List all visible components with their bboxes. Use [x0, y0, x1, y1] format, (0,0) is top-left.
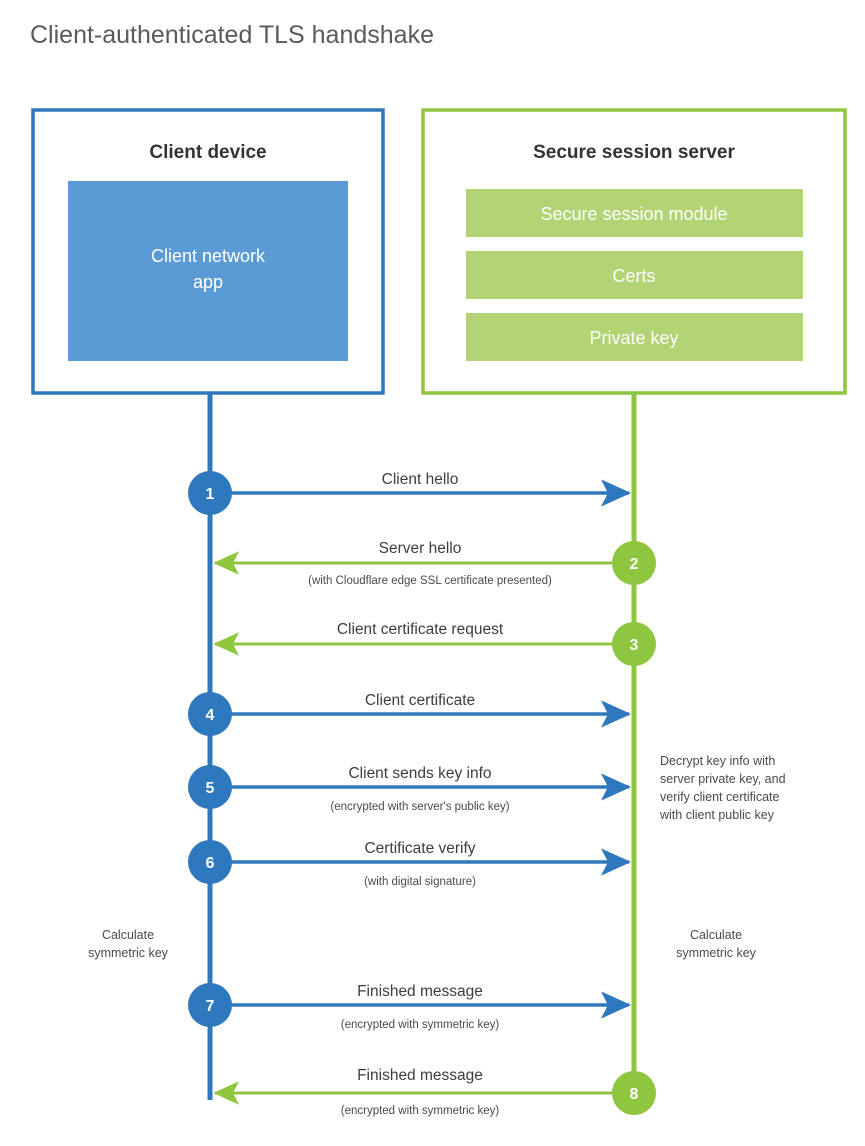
step-3: Client certificate request 3 — [213, 621, 656, 666]
server-item-block-0 — [466, 189, 803, 237]
step-8: Finished message 8 (encrypted with symme… — [213, 1067, 656, 1117]
secure-session-server-title: Secure session server — [533, 142, 735, 163]
server-decrypt-note-line4: with client public key — [659, 808, 775, 822]
step-2-number: 2 — [630, 556, 639, 573]
step-1-number: 1 — [206, 486, 215, 503]
step-8-number: 8 — [630, 1086, 639, 1103]
page-title: Client-authenticated TLS handshake — [30, 21, 434, 49]
step-7-number: 7 — [206, 998, 215, 1015]
client-network-app-block — [68, 181, 348, 361]
step-4-number: 4 — [206, 707, 215, 724]
server-calculate-note: Calculate symmetric key — [676, 928, 757, 960]
step-6-label: Certificate verify — [364, 840, 475, 857]
step-2-badge — [612, 541, 656, 585]
server-item-label-0: Secure session module — [540, 204, 727, 224]
client-calculate-note-line1: Calculate — [102, 928, 154, 942]
secure-session-server-box: Secure session server Secure session mod… — [421, 108, 847, 395]
step-3-badge — [612, 622, 656, 666]
step-6-sublabel: (with digital signature) — [364, 876, 476, 888]
step-2-label: Server hello — [379, 540, 462, 557]
step-7: Finished message 7 (encrypted with symme… — [188, 983, 632, 1031]
step-2: Server hello 2 (with Cloudflare edge SSL… — [213, 540, 656, 587]
step-5-label: Client sends key info — [348, 765, 491, 782]
step-6: Certificate verify 6 (with digital signa… — [188, 840, 632, 888]
step-5-number: 5 — [206, 780, 215, 797]
server-item-label-2: Private key — [589, 328, 678, 348]
client-calculate-note: Calculate symmetric key — [88, 928, 169, 960]
step-4-badge — [188, 692, 232, 736]
step-5-badge — [188, 765, 232, 809]
step-4-label: Client certificate — [365, 692, 475, 709]
step-7-sublabel: (encrypted with symmetric key) — [341, 1019, 500, 1031]
step-1-badge — [188, 471, 232, 515]
server-item-block-1 — [466, 251, 803, 299]
step-6-badge — [188, 840, 232, 884]
step-3-label: Client certificate request — [337, 621, 504, 638]
step-1-label: Client hello — [382, 471, 459, 488]
step-1: Client hello 1 — [188, 471, 632, 515]
step-2-sublabel: (with Cloudflare edge SSL certificate pr… — [308, 575, 552, 587]
step-3-number: 3 — [630, 637, 639, 654]
step-5: Client sends key info 5 (encrypted with … — [188, 765, 632, 813]
server-item-label-1: Certs — [612, 266, 655, 286]
client-device-box: Client device Client network app — [31, 108, 385, 395]
step-8-sublabel: (encrypted with symmetric key) — [341, 1105, 500, 1117]
step-8-badge — [612, 1071, 656, 1115]
step-6-number: 6 — [206, 855, 215, 872]
step-4: Client certificate 4 — [188, 692, 632, 736]
server-calculate-note-line1: Calculate — [690, 928, 742, 942]
step-7-label: Finished message — [357, 983, 483, 1000]
step-8-label: Finished message — [357, 1067, 483, 1084]
client-network-app-label-line1: Client network — [151, 246, 266, 266]
client-calculate-note-line2: symmetric key — [88, 946, 169, 960]
step-7-badge — [188, 983, 232, 1027]
server-decrypt-note-line2: server private key, and — [660, 772, 786, 786]
client-network-app-label-line2: app — [193, 272, 223, 292]
server-item-block-2 — [466, 313, 803, 361]
server-decrypt-note-line1: Decrypt key info with — [660, 754, 775, 768]
step-5-sublabel: (encrypted with server's public key) — [330, 801, 509, 813]
server-calculate-note-line2: symmetric key — [676, 946, 757, 960]
server-decrypt-note: Decrypt key info with server private key… — [659, 754, 786, 822]
server-decrypt-note-line3: verify client certificate — [660, 790, 780, 804]
client-device-title: Client device — [149, 142, 266, 163]
